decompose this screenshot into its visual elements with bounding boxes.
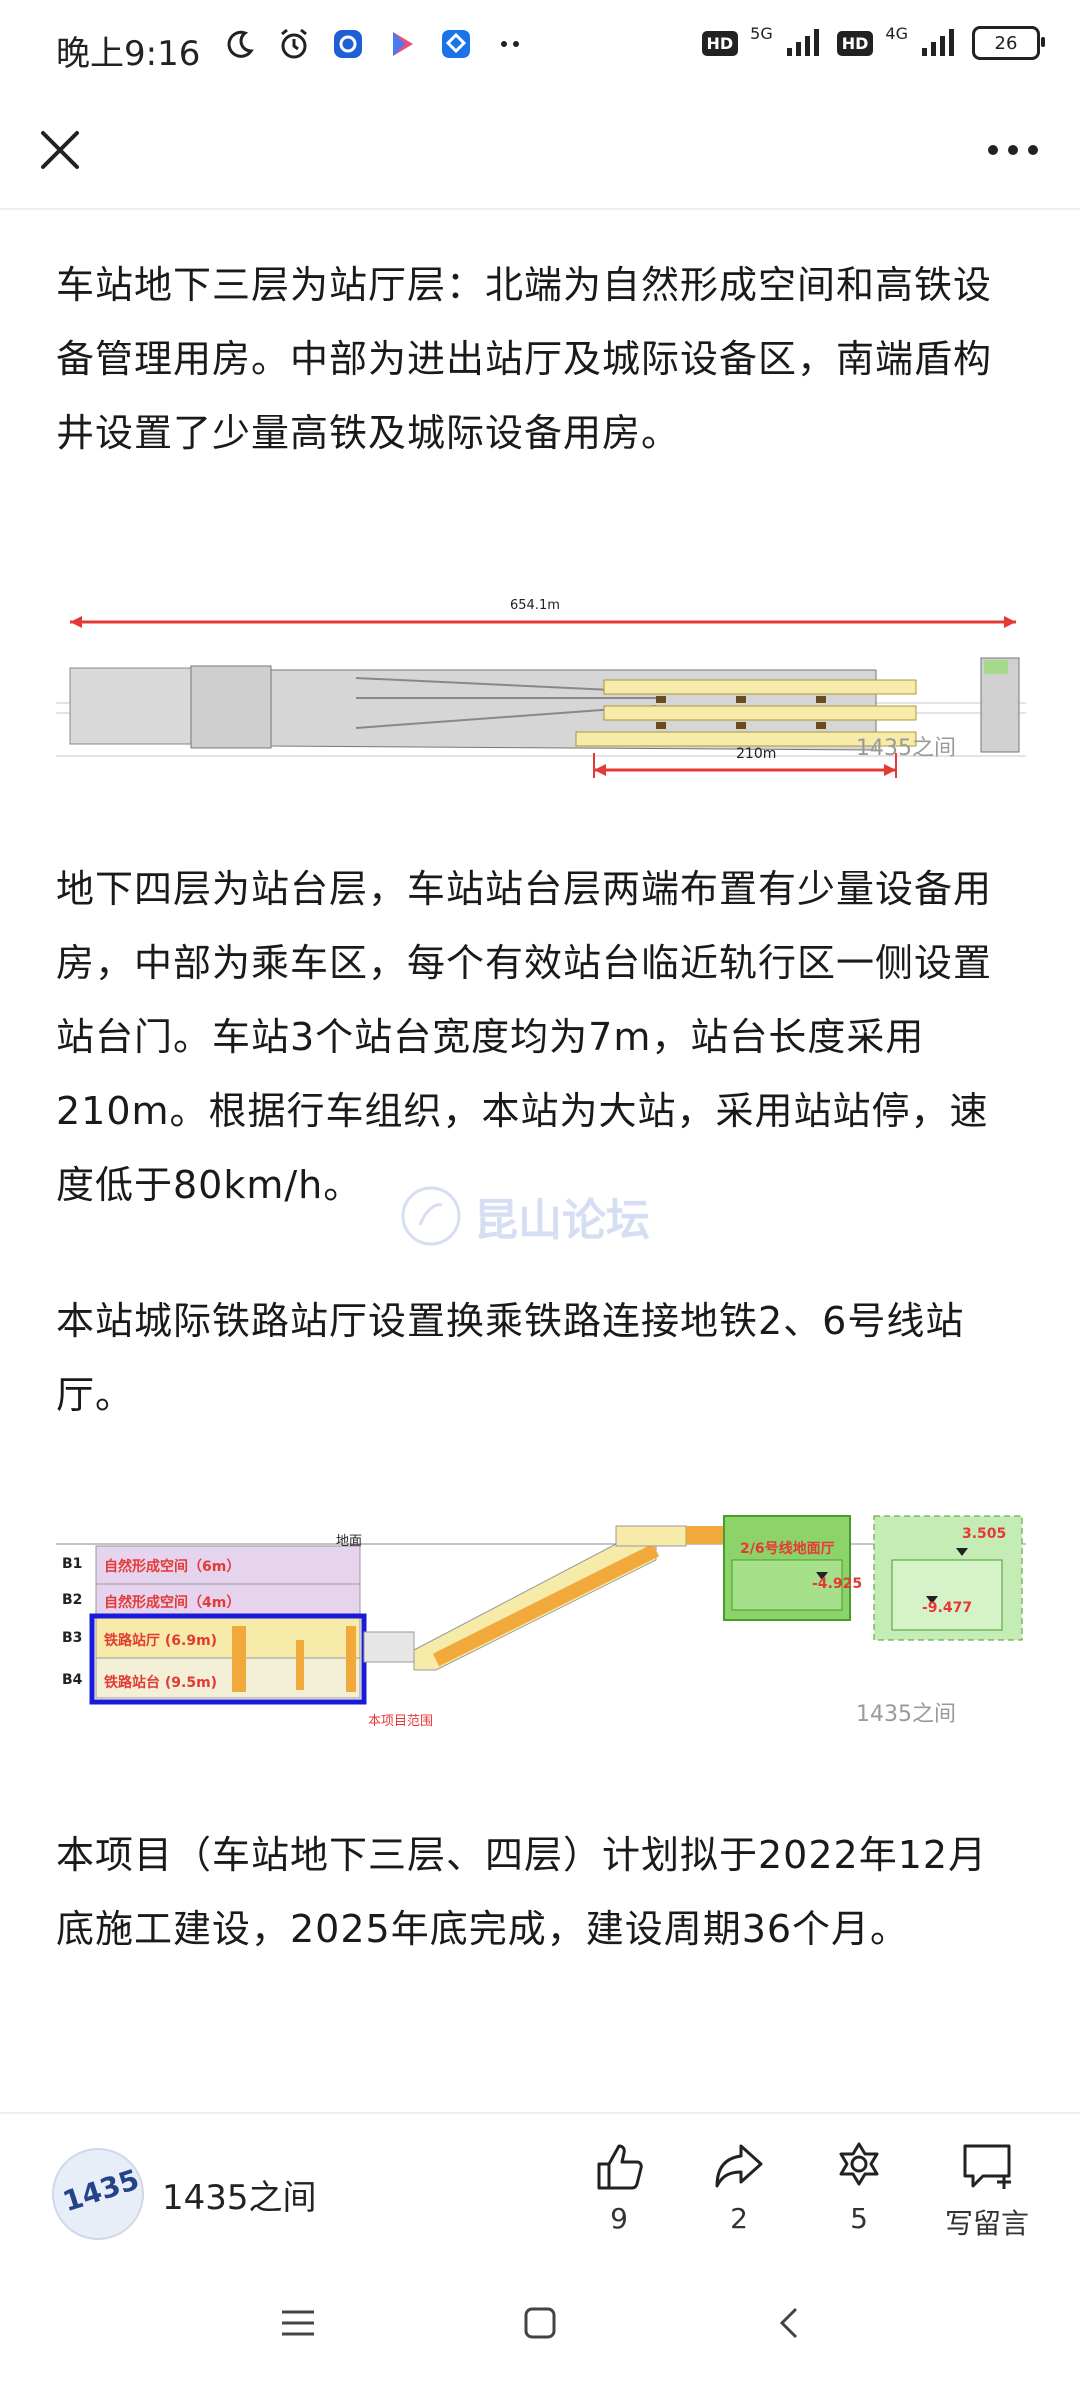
total-length-label: 654.1m [510, 598, 560, 613]
elevation-label-1: 3.505 [962, 1526, 1007, 1542]
like-button[interactable]: 9 [564, 2138, 674, 2235]
wow-button[interactable]: 5 [804, 2138, 914, 2235]
status-bar: 晚上9:16 HD 5G HD 4G 26 [0, 0, 1080, 100]
share-count: 2 [730, 2202, 748, 2235]
level-b1-label: 自然形成空间（6m） [104, 1559, 241, 1575]
network-label-2: 4G [885, 23, 908, 43]
level-b2-code: B2 [62, 1592, 83, 1608]
level-b4-code: B4 [62, 1672, 83, 1688]
menu-icon [282, 2310, 314, 2336]
article-paragraph-3: 本站城际铁路站厅设置换乘铁路连接地铁2、6号线站厅。 [56, 1299, 965, 1417]
metro-hall-label: 2/6号线地面厅 [740, 1541, 835, 1557]
more-icon [988, 145, 1038, 155]
app-notification-icon-2 [438, 26, 474, 62]
article-action-bar: 1435 1435之间 9 2 5 写留言 [0, 2112, 1080, 2254]
wow-count: 5 [850, 2202, 868, 2235]
back-chevron-icon [779, 2307, 798, 2339]
play-store-icon [384, 26, 420, 62]
station-section-figure: 地面 B1 自然形成空间（6m） B2 自然形成空间（4m） B3 铁路站厅 (… [56, 1500, 1026, 1750]
hd-badge-2: HD [836, 30, 874, 56]
like-count: 9 [610, 2202, 628, 2235]
article-paragraph-4: 本项目（车站地下三层、四层）计划拟于2022年12月底施工建设，2025年底完成… [56, 1833, 988, 1951]
hd-badge-1: HD [701, 30, 739, 56]
station-plan-drawing [56, 616, 1026, 778]
write-comment-button[interactable]: 写留言 [922, 2138, 1052, 2242]
app-header [0, 100, 1080, 210]
account-name[interactable]: 1435之间 [162, 2178, 317, 2218]
back-button[interactable] [758, 2298, 818, 2348]
home-button[interactable] [510, 2298, 570, 2348]
wow-icon [839, 2142, 879, 2186]
level-b2-label: 自然形成空间（4m） [104, 1595, 241, 1611]
figure2-watermark: 1435之间 [856, 1702, 956, 1727]
level-b4-label: 铁路站台 (9.5m) [104, 1675, 218, 1691]
level-b3-label: 铁路站厅 (6.9m) [104, 1633, 218, 1649]
system-navigation-bar [0, 2252, 1080, 2400]
status-time: 晚上9:16 [56, 34, 201, 74]
signal-icon-2 [920, 26, 960, 60]
overlay-watermark-text: 昆山论坛 [474, 1195, 650, 1246]
elevation-label-2: -4.925 [812, 1576, 863, 1592]
figure1-watermark: 1435之间 [856, 736, 956, 761]
status-right-icons: HD 5G HD 4G 26 [701, 23, 1045, 60]
station-plan-figure: 654.1m 210m 1435之间 [56, 598, 1026, 783]
alarm-icon [276, 26, 312, 62]
moon-icon [222, 26, 258, 62]
close-button[interactable] [30, 120, 90, 180]
article-paragraph-2: 地下四层为站台层，车站站台层两端布置有少量设备用房，中部为乘车区，每个有效站台临… [56, 867, 993, 1207]
level-b3-code: B3 [62, 1630, 83, 1646]
battery-icon: 26 [972, 26, 1045, 60]
level-b1-code: B1 [62, 1556, 83, 1572]
thumbs-up-icon [597, 2144, 643, 2190]
article-paragraph-1: 车站地下三层为站厅层：北端为自然形成空间和高铁设备管理用房。中部为进出站厅及城际… [56, 263, 993, 455]
elevation-label-3: -9.477 [922, 1600, 973, 1616]
more-button[interactable] [978, 120, 1048, 180]
close-icon [41, 131, 79, 169]
share-icon [715, 2144, 763, 2188]
recent-apps-button[interactable] [268, 2298, 328, 2348]
account-avatar[interactable]: 1435 [52, 2148, 144, 2240]
write-comment-label: 写留言 [944, 2207, 1029, 2240]
home-square-icon [524, 2307, 556, 2339]
app-notification-icon-1 [330, 26, 366, 62]
avatar-text: 1435 [58, 2162, 144, 2219]
status-notification-icons [222, 26, 528, 62]
project-scope-label: 本项目范围 [368, 1714, 434, 1729]
overlay-watermark: 昆山论坛 [400, 1176, 720, 1256]
platform-length-label: 210m [736, 746, 777, 762]
station-section-drawing [56, 1515, 1026, 1705]
ground-label: 地面 [336, 1534, 363, 1549]
signal-icon-1 [785, 26, 825, 60]
forum-logo-icon [401, 1186, 461, 1246]
share-button[interactable]: 2 [684, 2138, 794, 2235]
comment-icon [963, 2144, 1011, 2189]
network-label-1: 5G [750, 23, 773, 43]
more-notifications-icon [492, 26, 528, 62]
